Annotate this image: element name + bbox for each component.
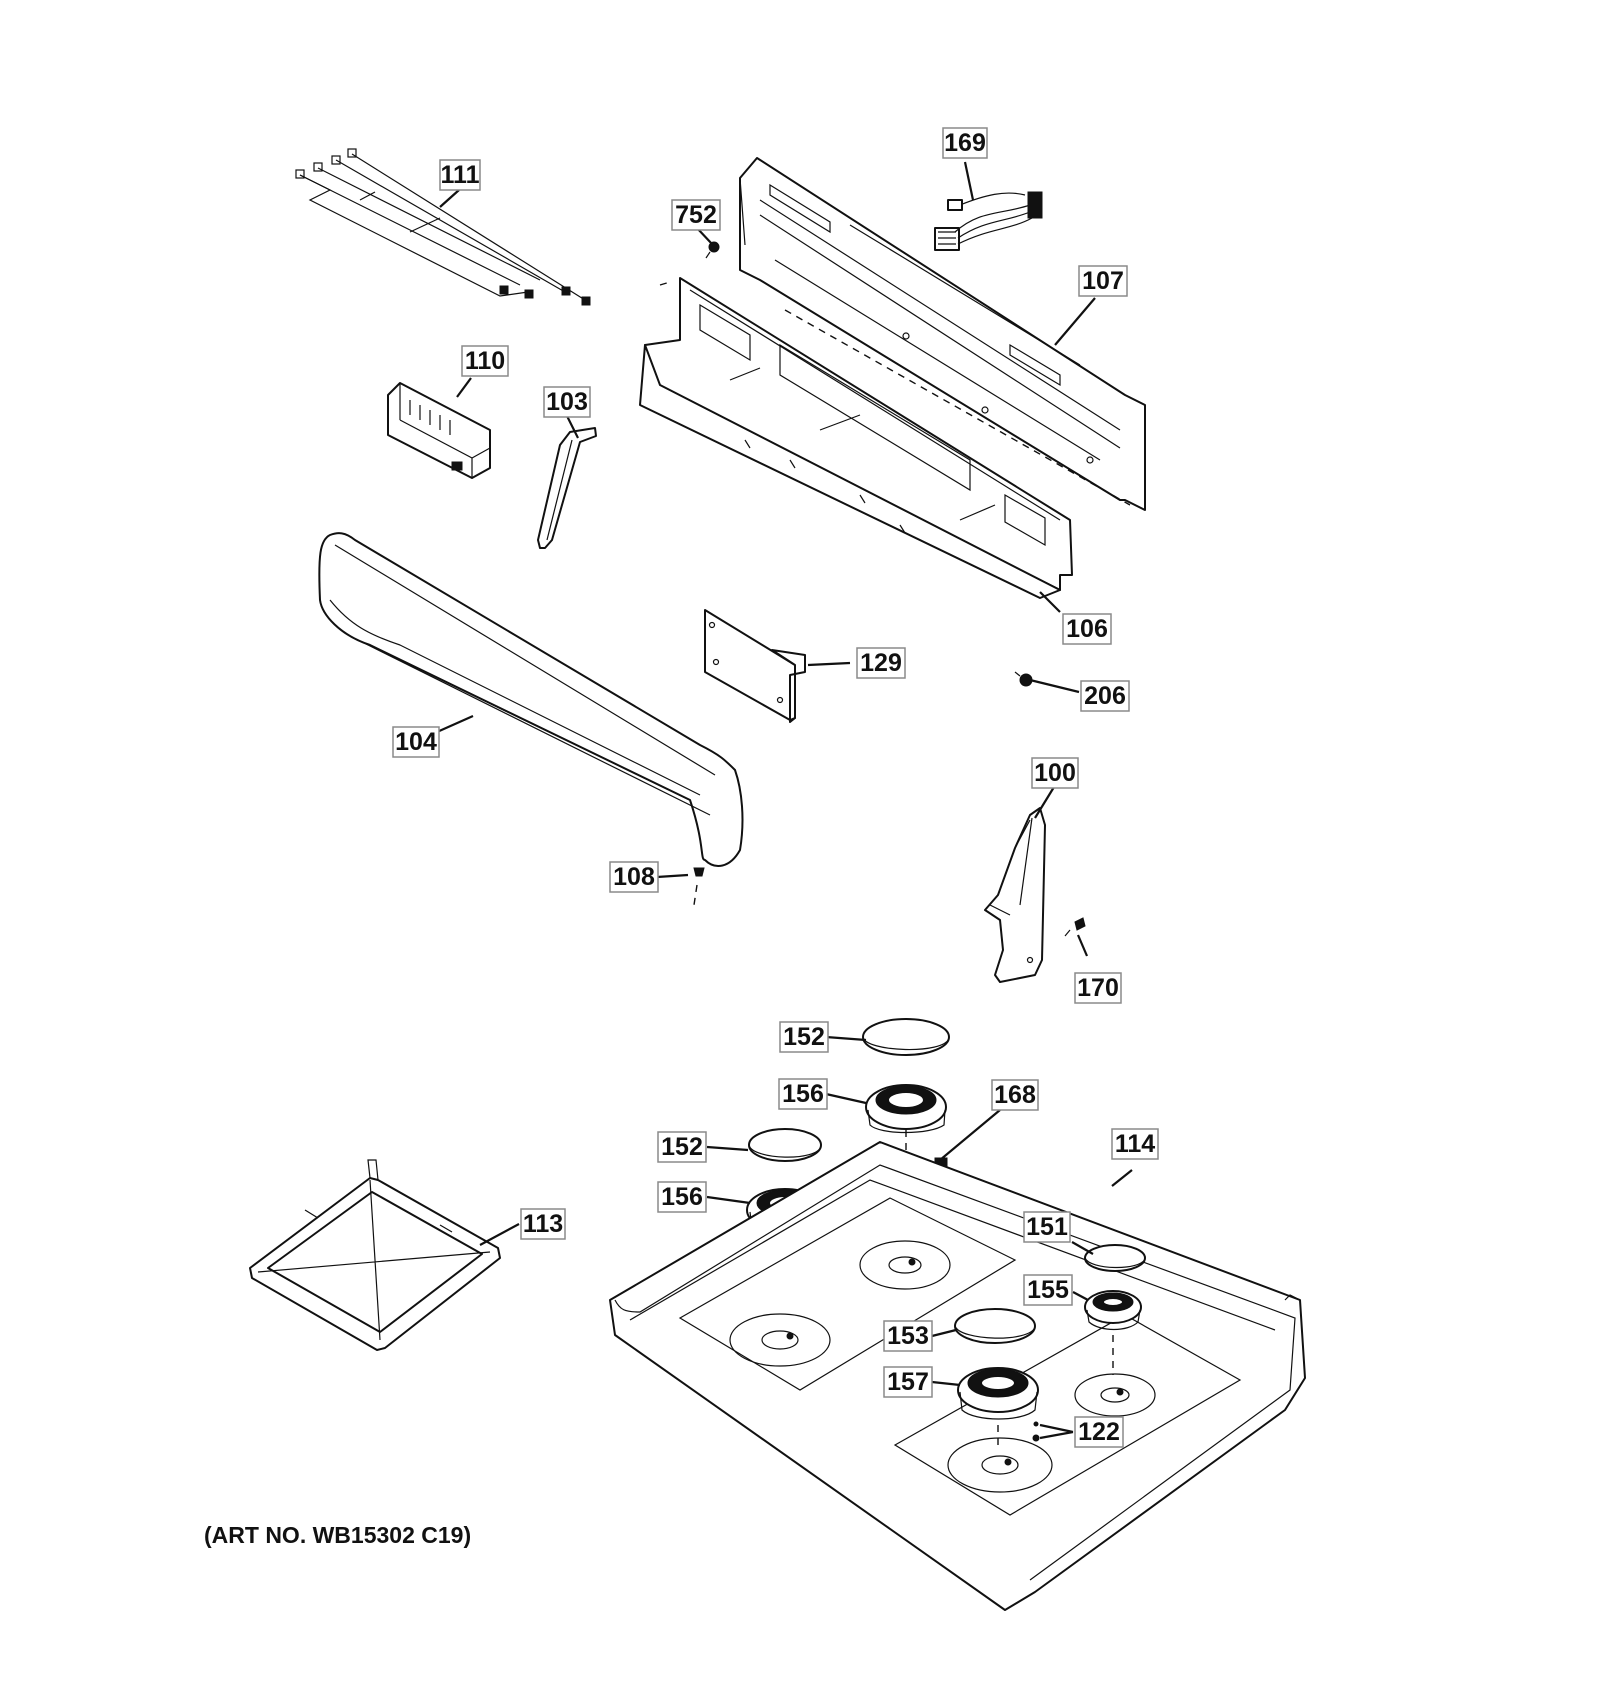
part-114-cooktop	[609, 1141, 1306, 1611]
part-108-screw	[693, 867, 705, 906]
callout-104: 104	[392, 726, 440, 758]
callout-label: 155	[1027, 1276, 1069, 1304]
part-151-burner-cap-small	[1084, 1244, 1146, 1272]
callout-152-top: 152	[779, 1021, 829, 1053]
part-100-bracket	[984, 807, 1046, 983]
part-157-burner-head	[957, 1367, 1039, 1450]
part-155-burner-head-small	[1084, 1290, 1142, 1375]
callout-113: 113	[520, 1208, 566, 1240]
part-106-control-panel-frame	[639, 277, 1073, 599]
part-113-grate	[249, 1159, 501, 1351]
callout-206: 206	[1080, 680, 1130, 712]
callout-label: 129	[860, 649, 902, 677]
callout-label: 151	[1026, 1213, 1068, 1241]
callout-157: 157	[883, 1366, 933, 1398]
part-103-bracket	[537, 427, 597, 549]
part-107-backsplash-panel	[739, 157, 1146, 511]
callout-label: 170	[1077, 974, 1119, 1002]
callout-122: 122	[1074, 1416, 1124, 1448]
callout-111: 111	[439, 159, 481, 191]
art-number: (ART NO. WB15302 C19)	[204, 1522, 472, 1548]
part-170-screw	[1064, 917, 1086, 937]
part-152-burner-cap-top	[862, 1018, 950, 1056]
part-752-screw	[705, 241, 720, 259]
callout-153: 153	[883, 1320, 933, 1352]
callout-label: 114	[1115, 1130, 1155, 1158]
callout-151: 151	[1023, 1211, 1071, 1243]
callout-label: 100	[1034, 759, 1076, 787]
part-156-burner-head-top	[865, 1084, 947, 1240]
callout-label: 152	[783, 1023, 825, 1051]
callout-107: 107	[1078, 265, 1128, 297]
callout-100: 100	[1031, 757, 1079, 789]
callout-168: 168	[991, 1079, 1039, 1111]
callout-170: 170	[1074, 972, 1122, 1004]
callout-label: 103	[546, 388, 588, 416]
callout-label: 113	[523, 1210, 563, 1238]
part-169-wire-harness	[934, 191, 1043, 251]
callout-label: 122	[1078, 1418, 1120, 1446]
callout-label: 106	[1066, 615, 1108, 643]
callout-label: 169	[944, 129, 986, 157]
part-110-module	[387, 382, 491, 479]
callout-label: 111	[441, 161, 480, 189]
callout-169: 169	[942, 127, 988, 159]
callout-110: 110	[461, 345, 509, 377]
part-206-screw	[1014, 671, 1033, 687]
callout-label: 157	[887, 1368, 929, 1396]
callout-label: 156	[782, 1080, 824, 1108]
part-104-control-panel	[318, 532, 744, 867]
callout-156-left: 156	[657, 1181, 707, 1213]
callout-106: 106	[1062, 613, 1112, 645]
part-111-wire-harness	[295, 148, 591, 306]
callout-label: 156	[661, 1183, 703, 1211]
callout-label: 153	[887, 1322, 929, 1350]
part-152-burner-cap-left	[748, 1128, 822, 1162]
callout-108: 108	[609, 861, 659, 893]
callout-155: 155	[1023, 1274, 1073, 1306]
callout-156-top: 156	[778, 1078, 828, 1110]
callout-label: 206	[1084, 682, 1126, 710]
callout-label: 168	[994, 1081, 1036, 1109]
leader-lines	[436, 161, 1133, 1440]
callout-label: 104	[395, 728, 437, 756]
callout-103: 103	[543, 386, 591, 418]
callout-label: 152	[661, 1133, 703, 1161]
callout-752: 752	[671, 199, 721, 231]
callout-label: 752	[675, 201, 717, 229]
callout-label: 108	[613, 863, 655, 891]
callout-129: 129	[856, 647, 906, 679]
callout-152-left: 152	[657, 1131, 707, 1163]
callout-label: 107	[1082, 267, 1124, 295]
part-153-burner-cap	[954, 1308, 1036, 1344]
callout-label: 110	[465, 347, 505, 375]
callout-114: 114	[1111, 1128, 1159, 1160]
part-122-screws	[1032, 1421, 1040, 1442]
part-129-control-board	[704, 609, 806, 723]
